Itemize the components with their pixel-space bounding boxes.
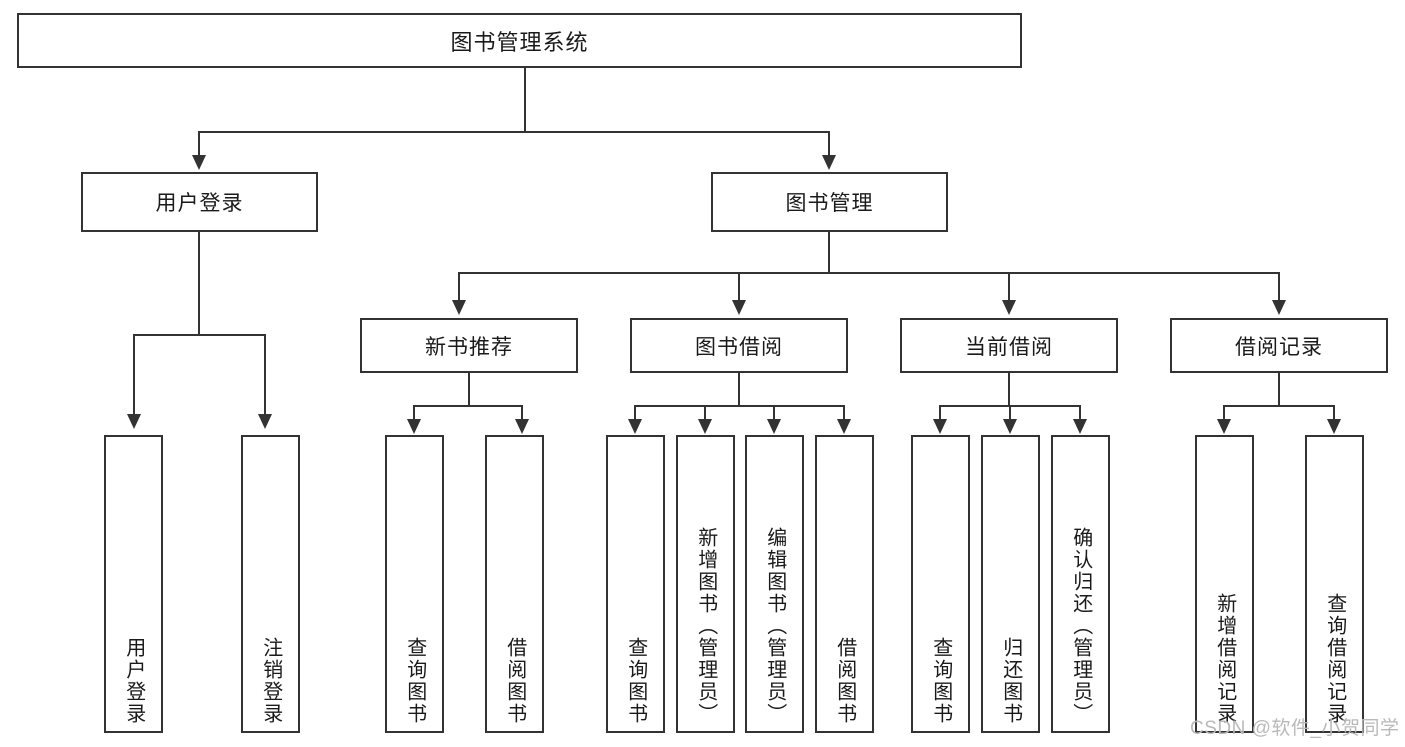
connector-new-book-bar — [413, 405, 523, 407]
connector-root-to-user-login — [198, 131, 200, 157]
arrow-bb-to-leaf-3 — [767, 419, 781, 434]
node-label: 用户登录 — [155, 192, 244, 215]
node-new-book-recommend[interactable]: 新书推荐 — [360, 318, 578, 373]
leaf-label: 查询图书 — [624, 637, 647, 725]
node-label: 图书管理系统 — [450, 29, 589, 55]
arrow-user-login-to-leaf-2 — [258, 414, 272, 429]
connector-user-login-to-leaf-2 — [264, 334, 266, 416]
arrow-root-to-user-login — [192, 155, 206, 170]
leaf-query-book-recommend[interactable]: 查询图书 — [385, 435, 444, 733]
leaf-label: 新增图书（管理员） — [694, 527, 717, 725]
node-label: 图书管理 — [785, 192, 874, 215]
leaf-label: 查询图书 — [403, 637, 426, 725]
leaf-label: 查询图书 — [929, 637, 952, 725]
leaf-user-login[interactable]: 用户登录 — [104, 435, 163, 733]
connector-br-to-leaf-2 — [1333, 405, 1335, 421]
arrow-bm-to-new-book — [452, 300, 466, 315]
connector-bm-to-book-borrow — [738, 272, 740, 302]
arrow-bm-to-book-borrow — [732, 300, 746, 315]
connector-new-book-to-leaf-2 — [521, 405, 523, 421]
connector-new-book-stem — [468, 373, 470, 406]
leaf-add-book-admin[interactable]: 新增图书（管理员） — [676, 435, 735, 733]
leaf-add-borrow-record[interactable]: 新增借阅记录 — [1195, 435, 1254, 733]
node-label: 新书推荐 — [425, 335, 513, 359]
node-label: 当前借阅 — [965, 335, 1053, 359]
connector-new-book-to-leaf-1 — [413, 405, 415, 421]
arrow-cb-to-leaf-1 — [933, 419, 947, 434]
arrow-cb-to-leaf-2 — [1003, 419, 1017, 434]
connector-current-borrow-stem — [1008, 373, 1010, 406]
arrow-bm-to-current-borrow — [1002, 300, 1016, 315]
connector-bm-to-current-borrow — [1008, 272, 1010, 302]
arrow-br-to-leaf-2 — [1327, 419, 1341, 434]
connector-bb-to-leaf-1 — [634, 405, 636, 421]
connector-book-borrow-bar — [634, 405, 844, 407]
connector-borrow-record-bar — [1223, 405, 1335, 407]
leaf-query-borrow-record[interactable]: 查询借阅记录 — [1305, 435, 1364, 733]
leaf-label: 确认归还（管理员） — [1069, 527, 1092, 725]
node-user-login[interactable]: 用户登录 — [81, 172, 318, 232]
connector-br-to-leaf-1 — [1223, 405, 1225, 421]
node-label: 借阅记录 — [1235, 335, 1323, 359]
leaf-borrow-book[interactable]: 借阅图书 — [815, 435, 874, 733]
leaf-label: 借阅图书 — [833, 637, 856, 725]
connector-book-management-stem — [828, 232, 830, 273]
arrow-cb-to-leaf-3 — [1073, 419, 1087, 434]
connector-cb-to-leaf-2 — [1009, 405, 1011, 421]
connector-bb-to-leaf-2 — [704, 405, 706, 421]
arrow-bb-to-leaf-1 — [628, 419, 642, 434]
arrow-new-book-to-leaf-2 — [515, 419, 529, 434]
leaf-logout[interactable]: 注销登录 — [241, 435, 300, 733]
arrow-br-to-leaf-1 — [1217, 419, 1231, 434]
arrow-bb-to-leaf-4 — [837, 419, 851, 434]
connector-bm-to-new-book — [458, 272, 460, 302]
leaf-label: 归还图书 — [999, 637, 1022, 725]
connector-bb-to-leaf-3 — [773, 405, 775, 421]
connector-user-login-bar — [133, 334, 266, 336]
connector-book-borrow-stem — [738, 373, 740, 406]
connector-book-management-bar — [458, 272, 1280, 274]
connector-root-stem — [524, 68, 526, 132]
connector-cb-to-leaf-3 — [1079, 405, 1081, 421]
leaf-query-book-borrow[interactable]: 查询图书 — [606, 435, 665, 733]
leaf-confirm-return-admin[interactable]: 确认归还（管理员） — [1051, 435, 1110, 733]
leaf-label: 查询借阅记录 — [1323, 593, 1346, 725]
connector-borrow-record-stem — [1278, 373, 1280, 406]
arrow-new-book-to-leaf-1 — [407, 419, 421, 434]
leaf-label: 用户登录 — [122, 637, 145, 725]
leaf-return-book[interactable]: 归还图书 — [981, 435, 1040, 733]
node-current-borrow[interactable]: 当前借阅 — [900, 318, 1118, 373]
connector-cb-to-leaf-1 — [939, 405, 941, 421]
arrow-root-to-book-management — [822, 155, 836, 170]
connector-bb-to-leaf-4 — [843, 405, 845, 421]
leaf-query-book-current[interactable]: 查询图书 — [911, 435, 970, 733]
node-borrow-record[interactable]: 借阅记录 — [1170, 318, 1388, 373]
leaf-edit-book-admin[interactable]: 编辑图书（管理员） — [745, 435, 804, 733]
connector-user-login-stem — [198, 232, 200, 335]
leaf-label: 新增借阅记录 — [1213, 593, 1236, 725]
connector-user-login-to-leaf-1 — [133, 334, 135, 416]
connector-bm-to-borrow-record — [1278, 272, 1280, 302]
arrow-bm-to-borrow-record — [1272, 300, 1286, 315]
csdn-watermark: CSDN @软件_小贺同学 — [1190, 718, 1400, 739]
arrow-bb-to-leaf-2 — [698, 419, 712, 434]
node-book-management-system[interactable]: 图书管理系统 — [17, 13, 1022, 68]
node-book-borrow[interactable]: 图书借阅 — [630, 318, 848, 373]
node-book-management[interactable]: 图书管理 — [711, 172, 948, 232]
node-label: 图书借阅 — [695, 335, 783, 359]
connector-root-to-book-management — [828, 131, 830, 157]
leaf-borrow-book-recommend[interactable]: 借阅图书 — [485, 435, 544, 733]
leaf-label: 注销登录 — [259, 637, 282, 725]
arrow-user-login-to-leaf-1 — [127, 414, 141, 429]
leaf-label: 编辑图书（管理员） — [763, 527, 786, 725]
connector-root-bar — [198, 131, 830, 133]
leaf-label: 借阅图书 — [503, 637, 526, 725]
